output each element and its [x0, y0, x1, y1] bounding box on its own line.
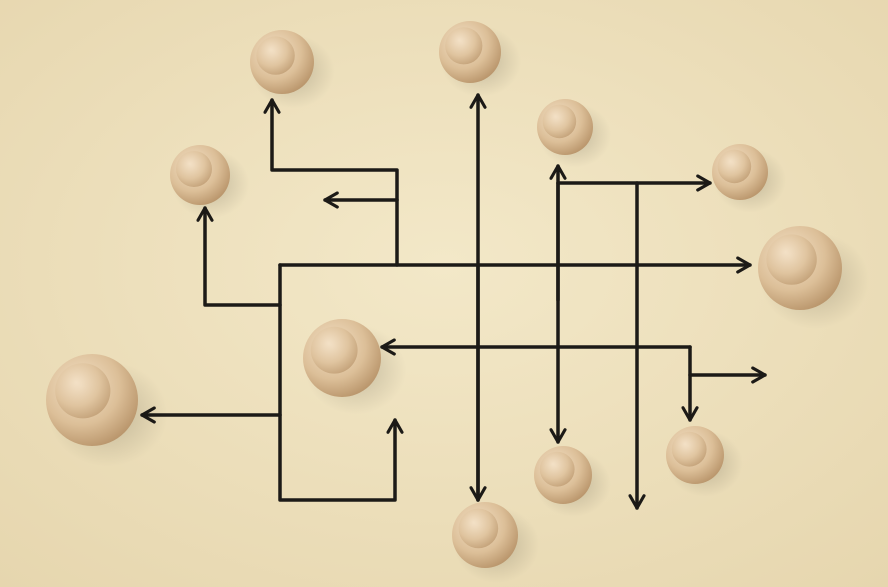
wooden-peg [452, 502, 540, 583]
peg-group [46, 21, 870, 583]
wooden-peg [46, 354, 168, 467]
drawn-arrow [196, 206, 282, 307]
wooden-peg [537, 99, 612, 168]
wooden-peg [250, 30, 335, 109]
drawn-arrow [278, 263, 404, 502]
wooden-peg [712, 144, 787, 213]
wooden-peg [666, 426, 743, 498]
wooden-peg [758, 226, 870, 329]
arrow-network [140, 93, 767, 510]
drawn-arrow [263, 98, 399, 267]
wooden-peg [303, 319, 407, 415]
wooden-peg [170, 145, 250, 219]
wooden-peg [534, 446, 611, 518]
wooden-peg [439, 21, 522, 97]
